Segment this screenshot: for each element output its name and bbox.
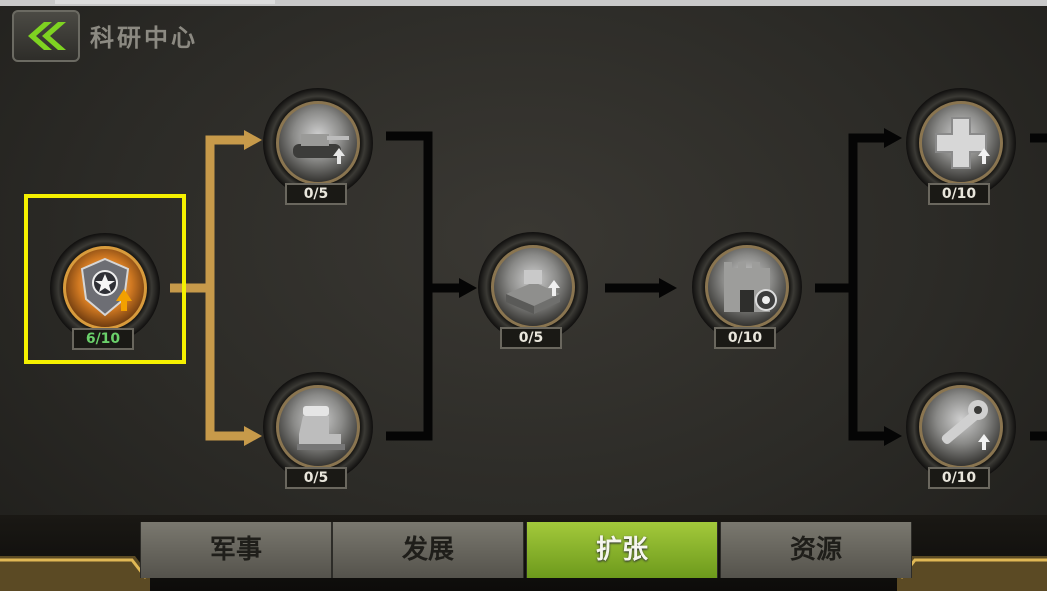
node-icon-frame [276,101,360,185]
node-icon-frame [63,246,147,330]
arrow-merge [459,278,477,298]
arrow-gold-top [244,130,262,150]
connector-right-split [815,133,885,441]
editor-scale-bar [0,0,1047,6]
node-progress: 0/5 [285,467,347,489]
back-button[interactable] [12,10,80,62]
tech-node-shield[interactable]: 6/10 [50,233,160,363]
node-icon-frame [919,385,1003,469]
node-icon-frame [276,385,360,469]
tech-node-medical[interactable]: 0/10 [906,88,1016,218]
page-title: 科研中心 [90,24,198,52]
node-icon-frame [919,101,1003,185]
wrench-repair-icon [941,400,990,450]
arrow-gold-bottom [244,426,262,446]
node-progress: 0/10 [714,327,776,349]
armor-boot-icon [297,406,345,450]
shield-upgrade-icon [80,257,132,317]
arrow-right-bottom [884,426,902,446]
double-chevron-left-icon [28,22,66,50]
node-icon-frame [491,245,575,329]
tab-development[interactable]: 发展 [332,522,524,578]
node-progress: 6/10 [72,328,134,350]
tank-factory-icon [506,270,560,314]
castle-defense-icon [724,262,777,312]
arrow-right-top [884,128,902,148]
node-progress: 0/5 [285,183,347,205]
tech-node-armor[interactable]: 0/5 [263,372,373,502]
connector-gold-split [170,135,245,441]
tech-node-tank[interactable]: 0/5 [263,88,373,218]
tab-bar-ornament-right [897,556,1047,591]
node-progress: 0/5 [500,327,562,349]
connector-merge [386,131,460,441]
tab-military[interactable]: 军事 [140,522,332,578]
medical-cross-icon [935,117,990,169]
tech-node-castle[interactable]: 0/10 [692,232,802,362]
tab-resources[interactable]: 资源 [720,522,912,578]
tab-expansion[interactable]: 扩张 [526,522,718,578]
arrow-middle [659,278,677,298]
tab-bar-ornament-left [0,556,150,591]
tech-node-repair[interactable]: 0/10 [906,372,1016,502]
tank-upgrade-icon [293,134,349,164]
node-progress: 0/10 [928,467,990,489]
node-progress: 0/10 [928,183,990,205]
node-icon-frame [705,245,789,329]
tech-node-factory[interactable]: 0/5 [478,232,588,362]
